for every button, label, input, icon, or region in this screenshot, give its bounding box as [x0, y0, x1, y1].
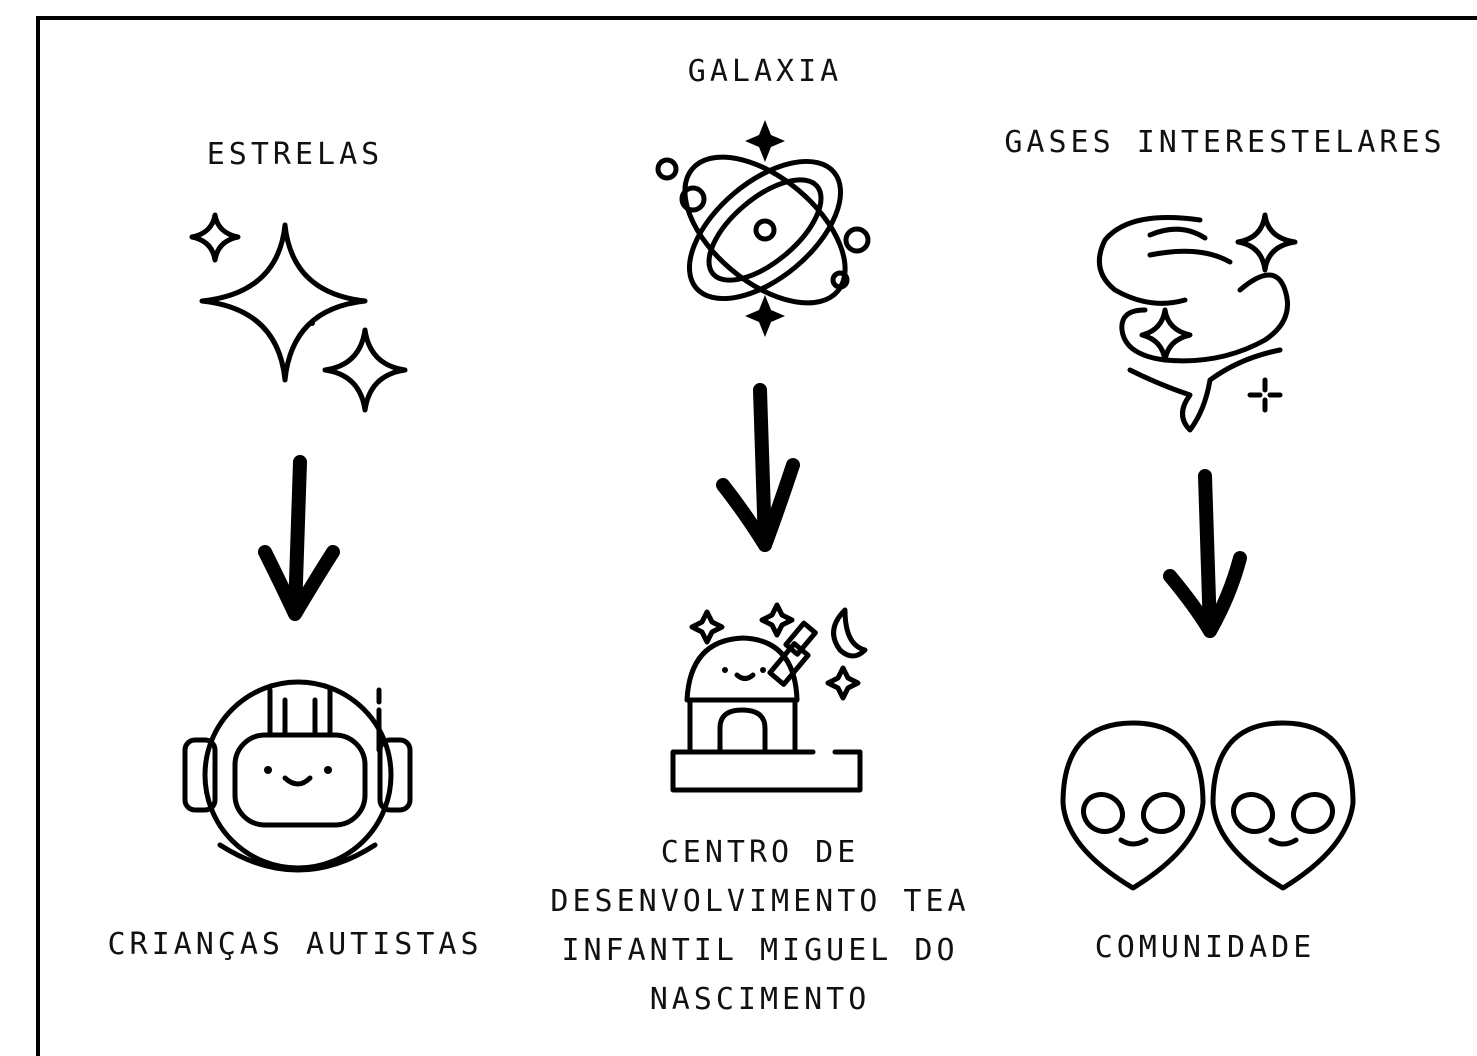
label-criancas-autistas: CRIANÇAS AUTISTAS: [107, 927, 483, 962]
aliens-icon: [1060, 720, 1356, 891]
label-estrelas: ESTRELAS: [206, 137, 384, 172]
label-centro-line-1: CENTRO DE: [660, 835, 860, 870]
sparkles-icon: [189, 212, 408, 413]
label-comunidade: COMUNIDADE: [1094, 930, 1316, 965]
nebula-gas-icon: [1096, 212, 1298, 433]
label-centro-desenvolvimento: CENTRO DE DESENVOLVIMENTO TEA INFANTIL M…: [530, 828, 990, 1024]
label-centro-line-2: DESENVOLVIMENTO TEA: [550, 884, 970, 919]
label-centro-line-4: NASCIMENTO: [649, 982, 871, 1017]
galaxy-orbit-icon: [655, 120, 871, 337]
arrow-down-icon-right: [1163, 469, 1247, 638]
diagram-frame: [36, 16, 1477, 1056]
label-gases-interestelares: GASES INTERESTELARES: [1004, 125, 1446, 160]
arrow-down-icon-left: [258, 455, 340, 621]
arrow-down-icon-center: [716, 383, 800, 552]
label-galaxia: GALAXIA: [687, 54, 843, 89]
observatory-icon: [670, 602, 868, 793]
astronaut-helmet-icon: [182, 679, 413, 873]
label-centro-line-3: INFANTIL MIGUEL DO: [561, 933, 959, 968]
